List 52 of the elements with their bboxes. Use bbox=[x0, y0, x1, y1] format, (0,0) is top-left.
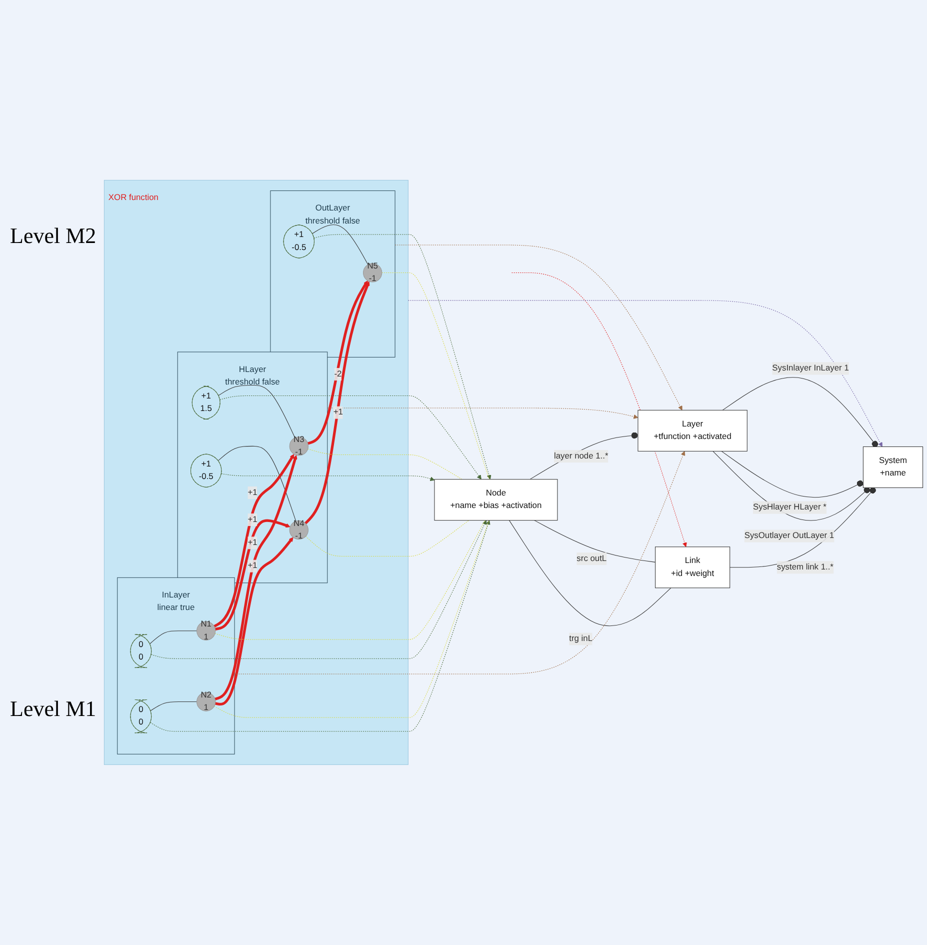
edge-label: +1 bbox=[248, 515, 258, 524]
connector bbox=[382, 272, 490, 480]
node-box: Layer +tfunction +activated bbox=[638, 410, 748, 452]
node-box: Node +name +bias +activation bbox=[434, 479, 558, 521]
connector bbox=[721, 451, 864, 498]
edge-label: -2 bbox=[334, 370, 342, 378]
connector bbox=[308, 448, 462, 480]
connector bbox=[722, 377, 878, 448]
edge-label: system link 1..* bbox=[776, 562, 834, 572]
edge-label: SysOutlayer OutLayer 1 bbox=[744, 531, 834, 540]
connector bbox=[305, 520, 470, 557]
connector bbox=[218, 446, 296, 522]
arrow bbox=[234, 451, 686, 674]
arrow bbox=[215, 537, 294, 706]
arrow bbox=[220, 396, 482, 480]
connector bbox=[218, 385, 296, 438]
arrow bbox=[314, 234, 492, 480]
edge-label: +1 bbox=[248, 488, 258, 497]
arrow bbox=[408, 300, 882, 447]
node-circle: N1 1 bbox=[196, 621, 216, 641]
arrow bbox=[214, 454, 294, 628]
edge-label: +1 bbox=[248, 561, 258, 570]
arrow bbox=[215, 519, 290, 631]
level-label: Level M2 bbox=[10, 223, 98, 250]
connector bbox=[534, 520, 656, 563]
level-label: Level M1 bbox=[10, 696, 98, 722]
node-circle: N2 1 bbox=[196, 692, 216, 712]
edge-label: +1 bbox=[333, 408, 343, 417]
arrow bbox=[327, 408, 638, 419]
arrow bbox=[304, 281, 370, 524]
connector bbox=[150, 702, 198, 712]
node-circle: N5 -1 bbox=[362, 263, 382, 282]
arrow bbox=[394, 244, 682, 410]
arrow bbox=[214, 455, 298, 700]
edge-label: layer node 1..* bbox=[554, 452, 608, 461]
edge-label: SysInlayer InLayer 1 bbox=[772, 364, 849, 373]
connector bbox=[508, 520, 672, 626]
node-circle: N4 -1 bbox=[289, 520, 308, 540]
node-box: System +name bbox=[862, 446, 924, 488]
connector bbox=[530, 432, 638, 480]
edge-label: SysHlayer HLayer * bbox=[753, 502, 826, 512]
edge-label: trg inL bbox=[569, 634, 593, 644]
arrow bbox=[307, 280, 368, 445]
connector bbox=[312, 224, 368, 265]
edge-label: src outL bbox=[576, 554, 607, 564]
connector bbox=[150, 630, 198, 644]
node-box: Link +id +weight bbox=[655, 546, 730, 588]
edge-label: +1 bbox=[248, 538, 258, 548]
connector bbox=[730, 487, 876, 568]
arrow bbox=[511, 272, 687, 548]
arrow bbox=[221, 474, 435, 482]
node-circle: N3 -1 bbox=[289, 436, 308, 456]
